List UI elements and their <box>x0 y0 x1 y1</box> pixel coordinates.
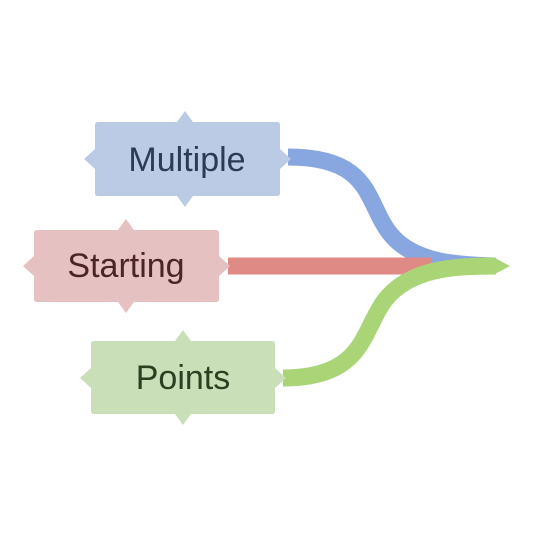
node-multiple: Multiple <box>84 111 291 207</box>
node-starting: Starting <box>23 219 230 313</box>
node-starting-label: Starting <box>67 247 184 285</box>
node-multiple-shape <box>84 111 291 207</box>
node-multiple-label: Multiple <box>128 141 245 179</box>
node-points: Points <box>80 330 286 425</box>
connector-multiple <box>287 148 496 275</box>
connector-points <box>282 257 497 387</box>
node-points-shape <box>80 330 286 425</box>
node-points-label: Points <box>136 359 231 397</box>
arrowhead-icon <box>493 257 510 275</box>
node-starting-shape <box>23 219 230 313</box>
